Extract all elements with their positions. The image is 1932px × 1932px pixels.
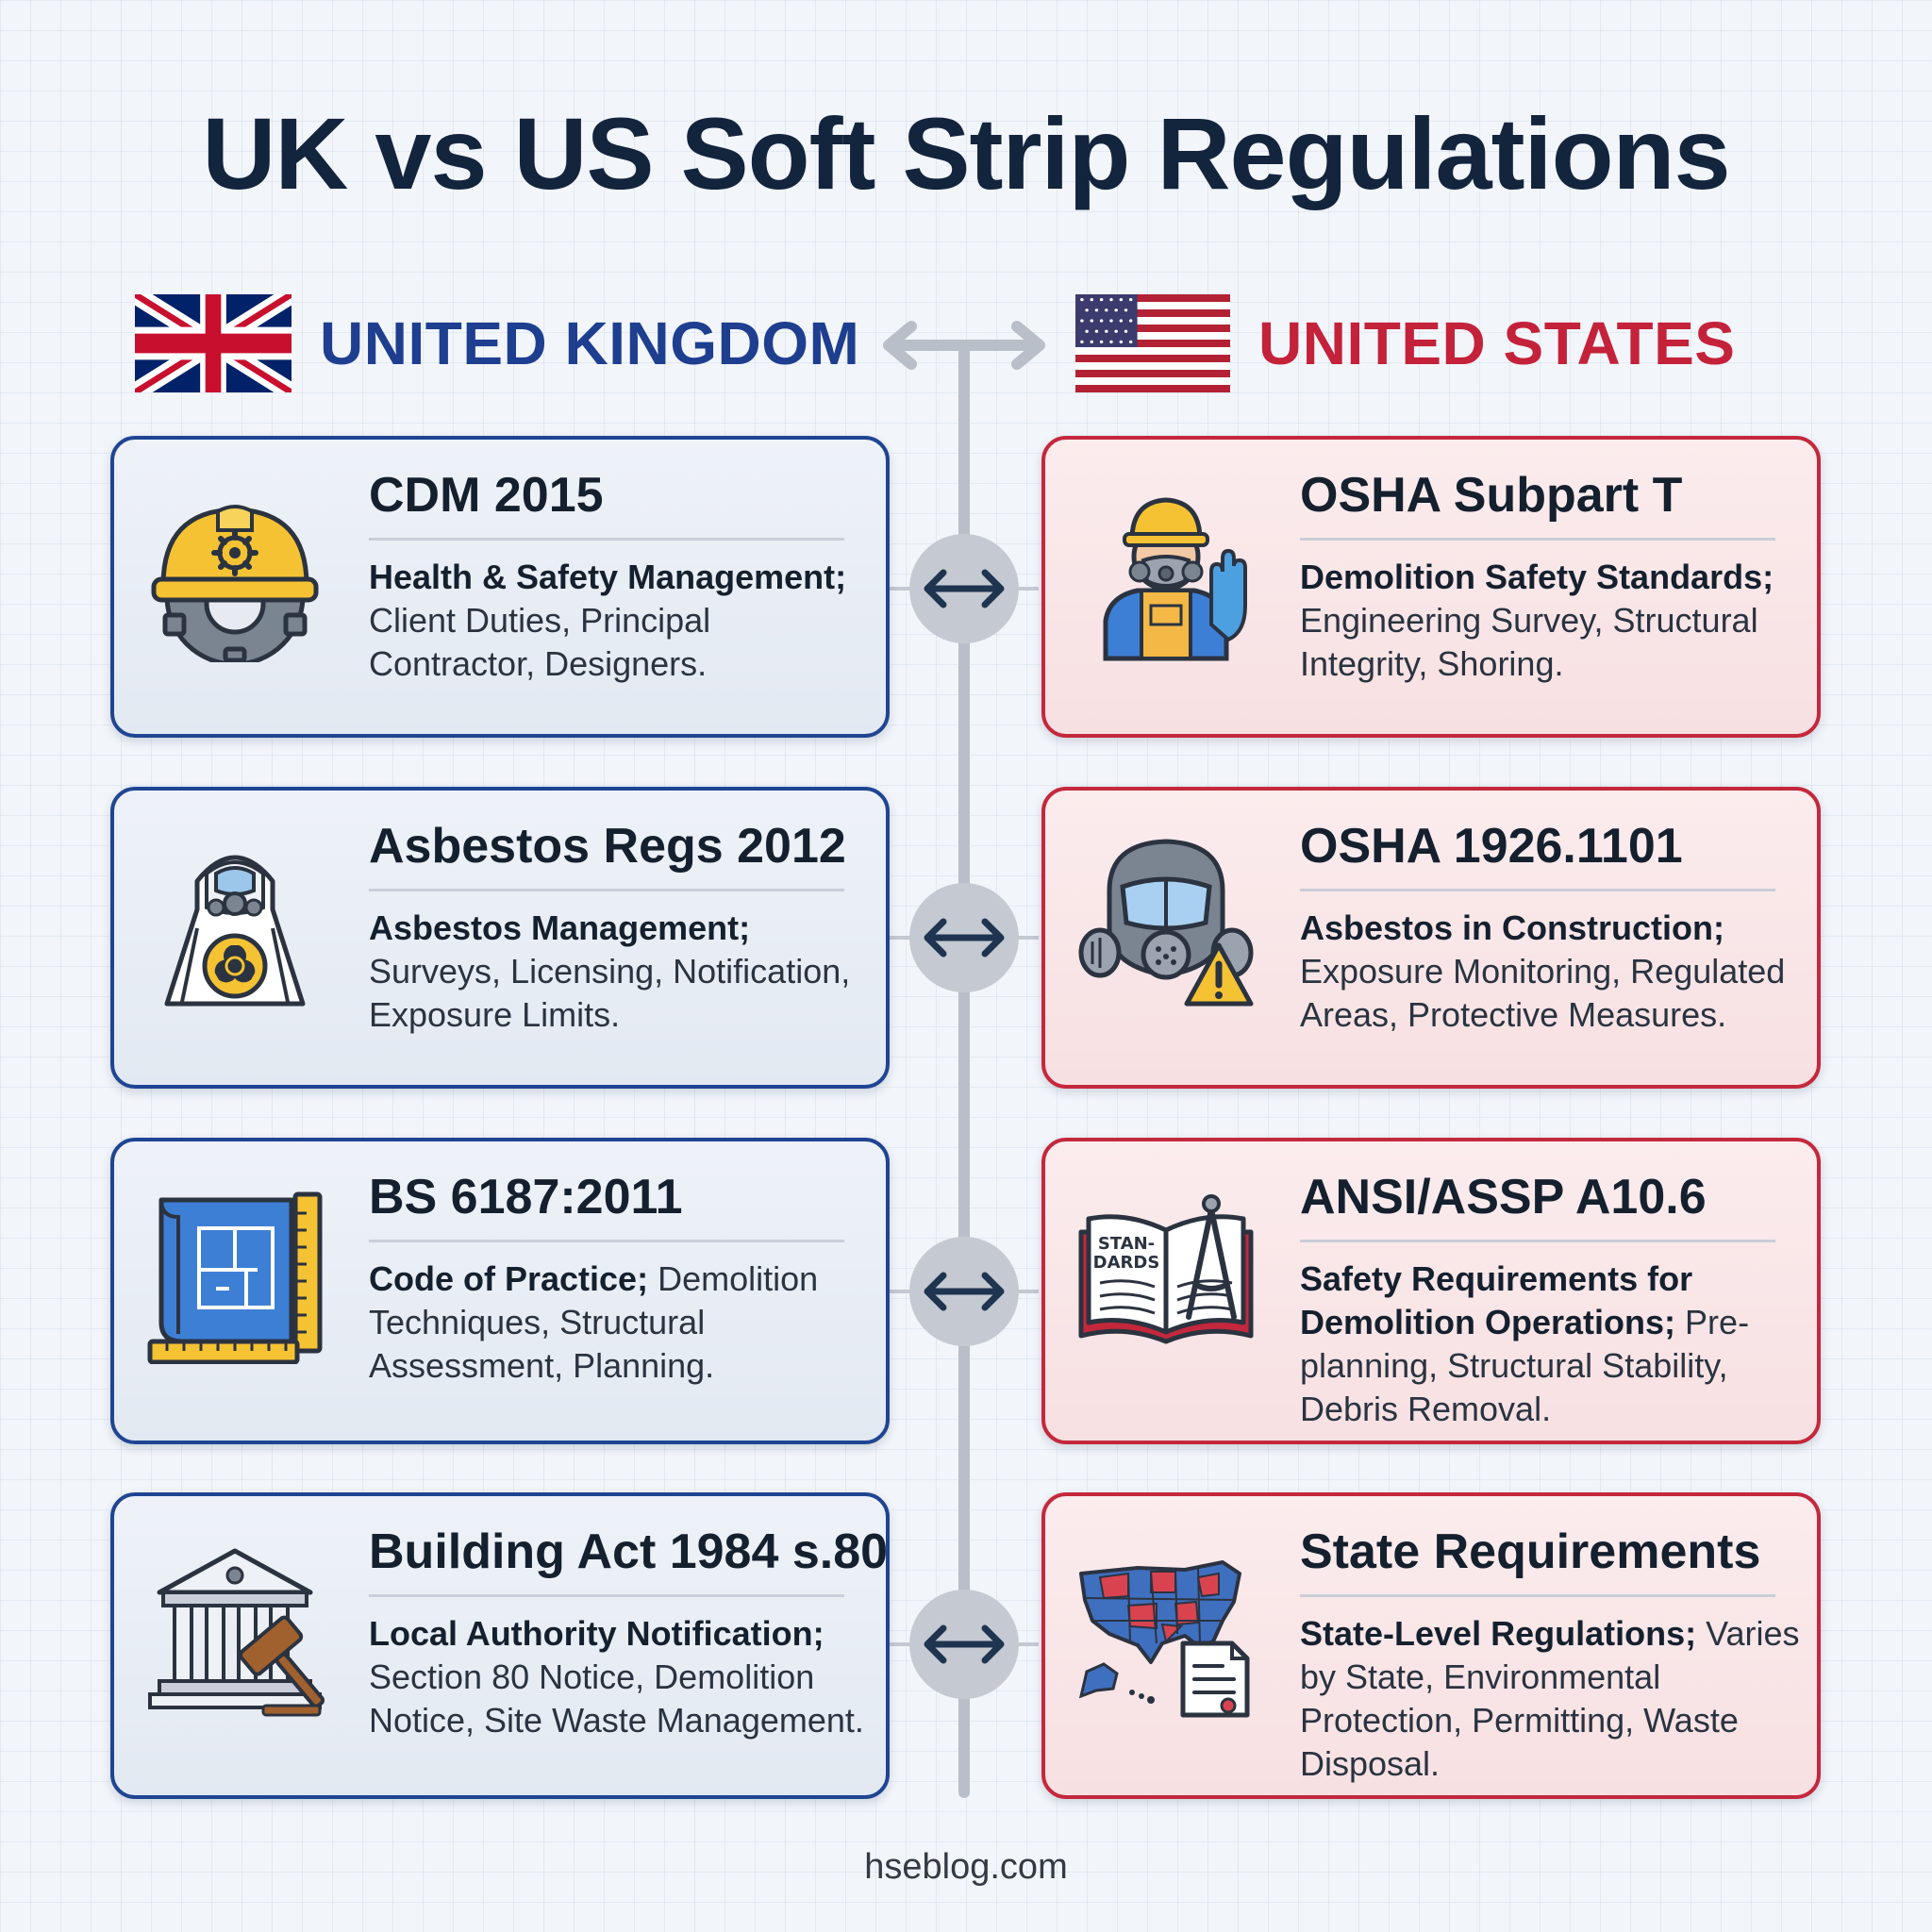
- uk-heading: UNITED KINGDOM: [320, 309, 860, 377]
- card-title: OSHA 1926.1101: [1300, 819, 1683, 874]
- connector-1: [890, 534, 1039, 643]
- card-body-text: Exposure Monitoring, Regulated Areas, Pr…: [1300, 952, 1786, 1035]
- footer-site-credit: hseblog.com: [864, 1847, 1068, 1887]
- card-lead: Asbestos Management;: [369, 908, 751, 948]
- hard-hat-gear-icon: [141, 474, 329, 662]
- card-title: BS 6187:2011: [369, 1170, 683, 1224]
- card-title: Asbestos Regs 2012: [369, 819, 846, 874]
- card-body-text: Surveys, Licensing, Notification, Exposu…: [369, 952, 851, 1035]
- card-title: ANSI/ASSP A10.6: [1300, 1170, 1707, 1224]
- uk-card-asbestos-regs: Asbestos Regs 2012 Asbestos Management; …: [110, 787, 890, 1089]
- card-divider: [1300, 538, 1775, 541]
- card-divider: [369, 889, 844, 892]
- worker-respirator-icon: [1072, 474, 1260, 662]
- card-lead: Safety Requirements for Demolition Opera…: [1300, 1259, 1693, 1342]
- card-description: State-Level Regulations; Varies by State…: [1300, 1612, 1800, 1786]
- card-divider: [1300, 1240, 1775, 1243]
- card-description: Demolition Safety Standards; Engineering…: [1300, 556, 1800, 686]
- double-arrow-icon: [924, 918, 1005, 958]
- card-body-text: Varies by State, Environmental Protectio…: [1300, 1614, 1800, 1784]
- card-lead: Asbestos in Construction;: [1300, 908, 1725, 948]
- us-card-osha-subpart-t: OSHA Subpart T Demolition Safety Standar…: [1041, 436, 1821, 738]
- card-body-text: Engineering Survey, Structural Integrity…: [1300, 601, 1758, 684]
- card-description: Asbestos in Construction; Exposure Monit…: [1300, 907, 1800, 1037]
- uk-card-building-act: Building Act 1984 s.80 Local Authority N…: [110, 1492, 890, 1799]
- standards-book-compass-icon: STAN- DARDS: [1072, 1175, 1260, 1364]
- card-lead: Local Authority Notification;: [369, 1614, 824, 1654]
- card-divider: [369, 1240, 844, 1243]
- us-flag-icon: [1075, 294, 1230, 392]
- card-title: State Requirements: [1300, 1524, 1761, 1579]
- double-arrow-icon: [924, 569, 1005, 608]
- uk-card-cdm-2015: CDM 2015 Health & Safety Management; Cli…: [110, 436, 890, 738]
- card-title: OSHA Subpart T: [1300, 468, 1683, 523]
- card-divider: [369, 538, 844, 541]
- us-map-document-icon: [1072, 1530, 1260, 1719]
- us-card-osha-1926: OSHA 1926.1101 Asbestos in Construction;…: [1041, 787, 1821, 1089]
- hazmat-suit-icon: [141, 824, 329, 1013]
- uk-card-bs-6187: BS 6187:2011 Code of Practice; Demolitio…: [110, 1138, 890, 1444]
- connector-4: [890, 1590, 1039, 1699]
- card-description: Safety Requirements for Demolition Opera…: [1300, 1257, 1800, 1431]
- card-title: CDM 2015: [369, 468, 604, 523]
- us-card-ansi-assp: STAN- DARDS ANSI/ASSP A10.6 Safety Requi…: [1041, 1138, 1821, 1444]
- card-body-text: Demolition Techniques, Structural Assess…: [369, 1259, 819, 1386]
- double-arrow-icon: [924, 1272, 1005, 1311]
- double-arrow-icon: [924, 1624, 1005, 1664]
- card-body-text: Pre-planning, Structural Stability, Debr…: [1300, 1303, 1750, 1429]
- card-description: Health & Safety Management; Client Dutie…: [369, 556, 869, 686]
- card-description: Code of Practice; Demolition Techniques,…: [369, 1257, 869, 1388]
- card-lead: Code of Practice;: [369, 1259, 649, 1299]
- card-body-text: Section 80 Notice, Demolition Notice, Si…: [369, 1657, 864, 1740]
- card-divider: [369, 1594, 844, 1598]
- gas-mask-warning-icon: [1072, 824, 1260, 1013]
- card-title: Building Act 1984 s.80: [369, 1524, 889, 1579]
- blueprint-ruler-icon: [141, 1175, 329, 1364]
- uk-flag-icon: [135, 294, 291, 392]
- us-heading: UNITED STATES: [1258, 309, 1736, 377]
- card-description: Asbestos Management; Surveys, Licensing,…: [369, 907, 869, 1037]
- card-lead: Health & Safety Management;: [369, 558, 847, 597]
- card-description: Local Authority Notification; Section 80…: [369, 1612, 869, 1742]
- card-body-text: Client Duties, Principal Contractor, Des…: [369, 601, 711, 684]
- us-header: UNITED STATES: [1075, 291, 1735, 396]
- uk-header: UNITED KINGDOM: [135, 291, 859, 396]
- card-divider: [1300, 889, 1775, 892]
- card-lead: Demolition Safety Standards;: [1300, 558, 1774, 597]
- us-card-state-requirements: State Requirements State-Level Regulatio…: [1041, 1492, 1821, 1799]
- connector-3: [890, 1237, 1039, 1346]
- card-divider: [1300, 1594, 1775, 1598]
- svg-text:STAN-: STAN-: [1098, 1234, 1155, 1254]
- card-lead: State-Level Regulations;: [1300, 1614, 1697, 1654]
- page-title: UK vs US Soft Strip Regulations: [202, 96, 1730, 210]
- connector-2: [890, 883, 1039, 992]
- courthouse-gavel-icon: [141, 1530, 329, 1719]
- svg-text:DARDS: DARDS: [1093, 1253, 1160, 1273]
